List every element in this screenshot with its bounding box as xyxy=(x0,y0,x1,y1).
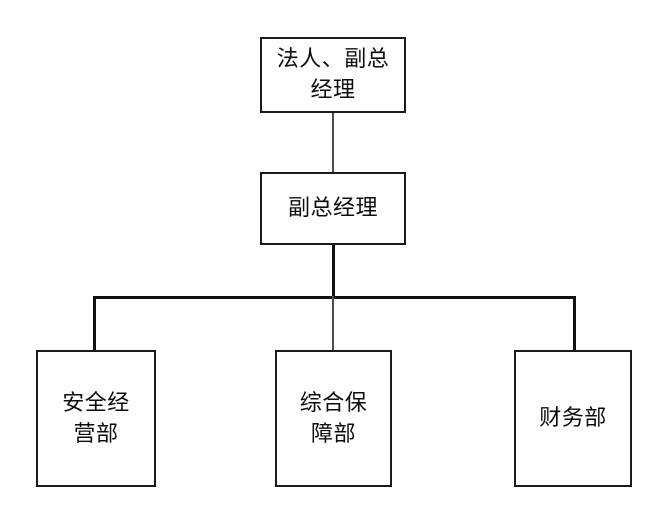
connector-deputy-to-bus xyxy=(332,245,335,298)
connector-horizontal-bus xyxy=(93,296,576,299)
org-node-department-safety-operations[interactable]: 安全经 营部 xyxy=(36,350,156,487)
org-node-deputy-manager[interactable]: 副总经理 xyxy=(260,172,406,245)
org-node-department-general-support[interactable]: 综合保 障部 xyxy=(275,350,392,487)
org-node-ceo[interactable]: 法人、副总 经理 xyxy=(260,37,406,113)
org-node-department-finance[interactable]: 财务部 xyxy=(514,350,632,487)
org-node-ceo-label: 法人、副总 经理 xyxy=(276,47,390,103)
org-node-department-safety-operations-label: 安全经 营部 xyxy=(62,390,130,447)
org-node-department-finance-label: 财务部 xyxy=(539,406,607,431)
org-node-deputy-manager-label: 副总经理 xyxy=(287,196,378,221)
connector-drop-department-0 xyxy=(93,296,96,350)
connector-drop-department-2 xyxy=(573,296,576,350)
connector-drop-department-1 xyxy=(332,296,334,350)
org-node-department-general-support-label: 综合保 障部 xyxy=(299,390,368,447)
connector-ceo-to-deputy xyxy=(332,113,334,172)
